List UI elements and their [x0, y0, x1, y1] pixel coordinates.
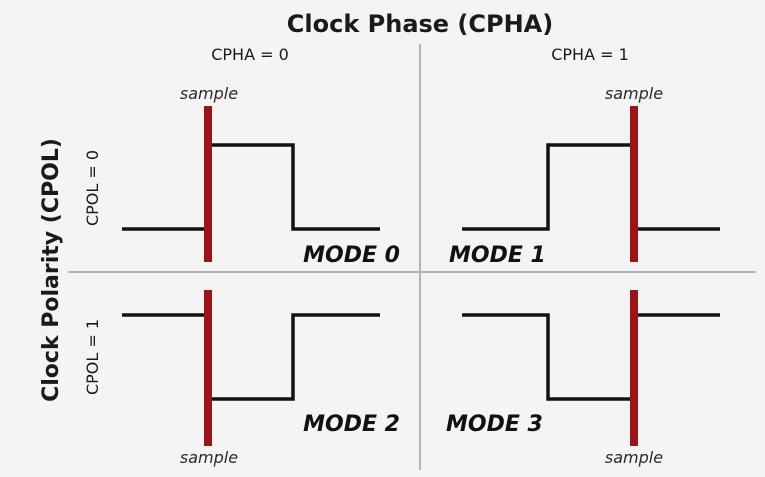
mode-label: MODE 1 — [449, 243, 546, 268]
sample-label: sample — [180, 84, 238, 103]
row-label-cpol-0: CPOL = 0 — [83, 150, 102, 226]
diagram-title: Clock Phase (CPHA) — [287, 10, 553, 38]
mode-3-panel: sample MODE 3 — [446, 290, 720, 467]
mode-label: MODE 3 — [446, 412, 543, 437]
mode-label: MODE 0 — [303, 243, 400, 268]
column-label-cpha-1: CPHA = 1 — [551, 45, 629, 64]
column-label-cpha-0: CPHA = 0 — [211, 45, 289, 64]
row-label-cpol-1: CPOL = 1 — [83, 319, 102, 395]
clock-waveform — [122, 143, 380, 231]
clock-waveform — [122, 313, 380, 401]
side-axis-title: Clock Polarity (CPOL) — [39, 138, 64, 402]
mode-label: MODE 2 — [303, 412, 400, 437]
sample-label: sample — [605, 448, 663, 467]
clock-waveform — [462, 313, 720, 401]
mode-0-panel: sample MODE 0 — [122, 84, 400, 268]
mode-2-panel: sample MODE 2 — [122, 290, 400, 467]
clock-waveform — [462, 143, 720, 231]
mode-1-panel: sample MODE 1 — [449, 84, 720, 268]
sample-label: sample — [180, 448, 238, 467]
sample-label: sample — [605, 84, 663, 103]
